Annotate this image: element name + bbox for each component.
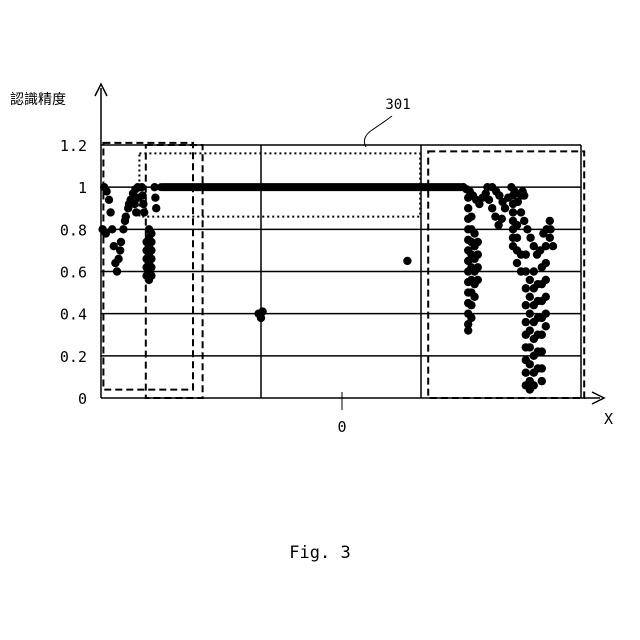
- data-point: [147, 272, 155, 280]
- data-point: [116, 246, 124, 254]
- reference-leader-line: [364, 116, 392, 147]
- data-point: [147, 263, 155, 271]
- data-point: [467, 301, 475, 309]
- data-point: [542, 322, 550, 330]
- x-axis-title: X: [604, 410, 613, 428]
- data-point: [121, 217, 129, 225]
- gridlines: [101, 145, 581, 398]
- data-point: [526, 343, 534, 351]
- data-point: [119, 225, 127, 233]
- data-points: [98, 183, 557, 394]
- data-point: [542, 293, 550, 301]
- data-point: [542, 276, 550, 284]
- data-point: [542, 309, 550, 317]
- data-point: [147, 238, 155, 246]
- data-point: [526, 234, 534, 242]
- data-point: [139, 200, 147, 208]
- data-point: [517, 208, 525, 216]
- data-point: [538, 331, 546, 339]
- data-point: [526, 360, 534, 368]
- data-point: [474, 276, 482, 284]
- data-point: [526, 309, 534, 317]
- data-point: [470, 229, 478, 237]
- data-point: [102, 229, 110, 237]
- data-point: [474, 238, 482, 246]
- data-point: [526, 293, 534, 301]
- y-tick-label: 0.8: [60, 221, 87, 239]
- data-point: [498, 215, 506, 223]
- data-point: [470, 293, 478, 301]
- data-point: [474, 263, 482, 271]
- data-point: [513, 259, 521, 267]
- data-point: [114, 255, 122, 263]
- data-point: [147, 229, 155, 237]
- data-point: [522, 301, 530, 309]
- data-point: [549, 242, 557, 250]
- data-point: [151, 194, 159, 202]
- data-point: [538, 377, 546, 385]
- data-point: [138, 183, 146, 191]
- reference-label: 301: [385, 97, 410, 113]
- y-tick-label: 0.2: [60, 348, 87, 366]
- data-point: [147, 255, 155, 263]
- data-point: [546, 225, 554, 233]
- y-tick-labels: 0 0.2 0.4 0.6 0.8 1 1.2: [60, 137, 87, 408]
- data-point: [106, 208, 114, 216]
- data-point: [520, 217, 528, 225]
- data-point: [542, 259, 550, 267]
- data-point: [538, 347, 546, 355]
- data-point: [105, 196, 113, 204]
- data-point: [522, 318, 530, 326]
- data-point: [138, 191, 146, 199]
- data-point: [132, 208, 140, 216]
- data-point: [152, 204, 160, 212]
- region-boxes: [103, 143, 584, 398]
- data-point: [530, 381, 538, 389]
- data-point: [530, 267, 538, 275]
- data-point: [522, 250, 530, 258]
- data-point: [509, 191, 517, 199]
- data-point: [140, 208, 148, 216]
- data-point: [113, 267, 121, 275]
- y-tick-label: 0.4: [60, 306, 87, 324]
- data-point: [522, 284, 530, 292]
- data-point: [542, 242, 550, 250]
- data-point: [147, 246, 155, 254]
- y-tick-label: 1.2: [60, 137, 87, 155]
- y-tick-label: 1: [78, 179, 87, 197]
- data-point: [513, 234, 521, 242]
- data-point: [538, 364, 546, 372]
- data-point: [526, 326, 534, 334]
- data-point: [522, 267, 530, 275]
- data-point: [464, 194, 472, 202]
- data-point: [474, 250, 482, 258]
- data-point: [546, 217, 554, 225]
- figure-caption: Fig. 3: [289, 543, 350, 563]
- data-point: [546, 234, 554, 242]
- data-point: [526, 276, 534, 284]
- data-point: [403, 257, 411, 265]
- data-point: [467, 212, 475, 220]
- y-axis-title: 認識精度: [10, 92, 66, 108]
- data-point: [509, 208, 517, 216]
- data-point: [464, 204, 472, 212]
- data-point: [102, 187, 110, 195]
- data-point: [464, 326, 472, 334]
- data-point: [485, 196, 493, 204]
- data-point: [488, 204, 496, 212]
- data-point: [523, 225, 531, 233]
- data-point: [150, 183, 158, 191]
- data-point: [498, 198, 506, 206]
- data-point: [522, 369, 530, 377]
- y-tick-label: 0.6: [60, 264, 87, 282]
- data-point: [117, 238, 125, 246]
- x-center-label: 0: [337, 418, 346, 436]
- data-point: [258, 307, 266, 315]
- data-point: [467, 314, 475, 322]
- data-point: [513, 221, 521, 229]
- data-point: [509, 200, 517, 208]
- y-tick-label: 0: [78, 390, 87, 408]
- data-point: [520, 191, 528, 199]
